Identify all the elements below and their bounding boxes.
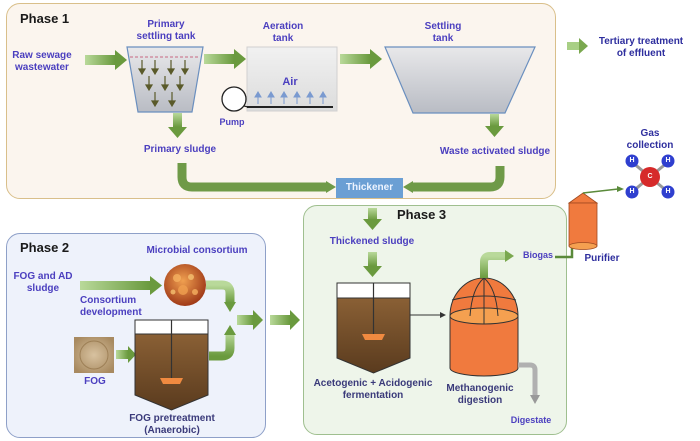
arrow-thickener-down: [363, 208, 382, 230]
arrow-primary-down: [168, 113, 187, 138]
purifier-label: Purifier: [584, 253, 620, 264]
fog-sample-icon: [74, 337, 114, 373]
phase1-title: Phase 1: [20, 11, 70, 26]
methanogenic-digester-icon: [449, 277, 519, 377]
thickener-box: Thickener: [336, 178, 403, 198]
arrow-settling-down: [485, 114, 504, 137]
settling-tank-icon: [384, 46, 536, 114]
aeration-tank-icon: [246, 46, 338, 112]
fog-pretreatment-reactor-icon: [134, 319, 209, 411]
arrow-was-to-thickener: [403, 166, 505, 193]
atom-label-h2: H: [665, 157, 671, 164]
settling-tank-label: Settling tank: [424, 21, 462, 44]
arrow-primary-sludge-to-thickener: [177, 163, 336, 193]
arrow-biogas-out: [480, 250, 514, 278]
primary-settling-tank-label: Primary settling tank: [136, 19, 196, 42]
arrow-fermentation-to-digester: [410, 312, 446, 318]
microbial-consortium-icon: [164, 264, 206, 306]
air-label: Air: [282, 76, 298, 88]
fermentation-reactor-icon: [336, 282, 411, 374]
biogas-to-purifier-pipe: [555, 247, 574, 259]
atom-label-c: C: [647, 173, 653, 180]
arrow-to-tertiary: [567, 38, 588, 54]
atom-label-h3: H: [629, 188, 635, 195]
fog-pretreatment-label: FOG pretreatment (Anaerobic): [129, 413, 215, 436]
arrow-digestate-out: [518, 362, 540, 404]
biogas-label: Biogas: [522, 250, 553, 260]
microbial-consortium-label: Microbial consortium: [146, 245, 248, 256]
hydrogen-atom: [625, 154, 639, 168]
gas-collection-label: Gas collection: [626, 128, 674, 151]
hydrogen-atom: [661, 154, 675, 168]
purifier-icon: [567, 192, 599, 250]
hydrogen-atom: [625, 185, 639, 199]
arrow-primary-to-aeration: [204, 49, 246, 69]
hydrogen-atom: [661, 185, 675, 199]
aeration-tank-label: Aeration tank: [262, 21, 304, 44]
primary-settling-tank-icon: [126, 46, 204, 113]
fermentation-label: Acetogenic + Acidogenic fermentation: [313, 378, 433, 401]
arrow-purifier-to-gas: [582, 186, 624, 194]
primary-sludge-label: Primary sludge: [143, 144, 217, 155]
pump-label: Pump: [219, 117, 245, 127]
arrow-pretreatment-to-mix: [209, 325, 236, 361]
atom-label-h4: H: [665, 188, 671, 195]
fog-ad-sludge-label: FOG and AD sludge: [13, 271, 73, 294]
arrow-fog-to-pretreatment: [116, 346, 136, 363]
arrow-aeration-to-settling: [340, 49, 382, 69]
fog-label: FOG: [84, 376, 106, 387]
carbon-atom: [640, 167, 660, 187]
arrow-thickened-down: [363, 252, 382, 277]
phase2-title: Phase 2: [20, 240, 70, 255]
arrow-raw-to-primary: [85, 50, 127, 70]
atom-label-h1: H: [629, 157, 635, 164]
arrow-consortium-to-mix: [206, 280, 236, 312]
pump-icon: [221, 86, 249, 112]
arrow-mix-out: [237, 310, 263, 330]
arrow-fog-ad-to-consortium: [80, 276, 162, 295]
consortium-development-label: Consortium development: [80, 295, 142, 318]
arrow-phase2-to-phase3: [270, 310, 300, 330]
raw-sewage-label: Raw sewage wastewater: [12, 50, 72, 73]
waste-activated-sludge-label: Waste activated sludge: [439, 146, 551, 157]
methane-molecule-icon: [625, 154, 675, 199]
phase3-title: Phase 3: [397, 207, 447, 222]
thickened-sludge-label: Thickened sludge: [329, 236, 415, 247]
digestate-label: Digestate: [510, 415, 552, 425]
methanogenic-label: Methanogenic digestion: [446, 383, 514, 406]
tertiary-treatment-label: Tertiary treatment of effluent: [598, 36, 684, 59]
